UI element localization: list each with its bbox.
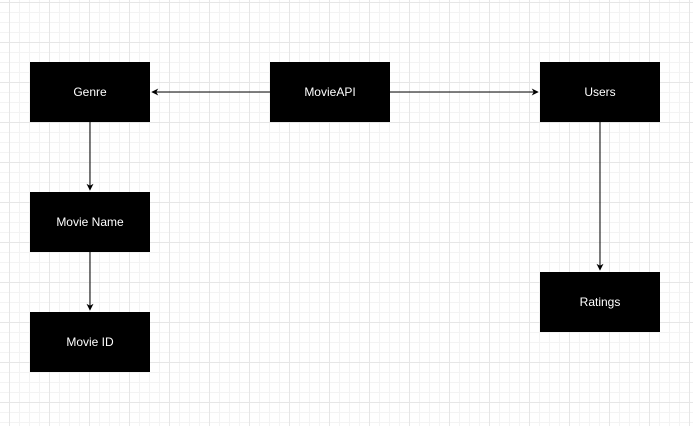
node-movieapi[interactable]: MovieAPI xyxy=(270,62,390,122)
node-genre[interactable]: Genre xyxy=(30,62,150,122)
node-movieapi-label: MovieAPI xyxy=(304,85,356,99)
node-ratings[interactable]: Ratings xyxy=(540,272,660,332)
node-movie-id[interactable]: Movie ID xyxy=(30,312,150,372)
node-users-label: Users xyxy=(584,85,616,99)
node-movie-id-label: Movie ID xyxy=(66,335,114,349)
node-ratings-label: Ratings xyxy=(579,295,621,309)
node-genre-label: Genre xyxy=(73,85,107,99)
node-users[interactable]: Users xyxy=(540,62,660,122)
node-movie-name-label: Movie Name xyxy=(56,215,124,229)
node-movie-name[interactable]: Movie Name xyxy=(30,192,150,252)
